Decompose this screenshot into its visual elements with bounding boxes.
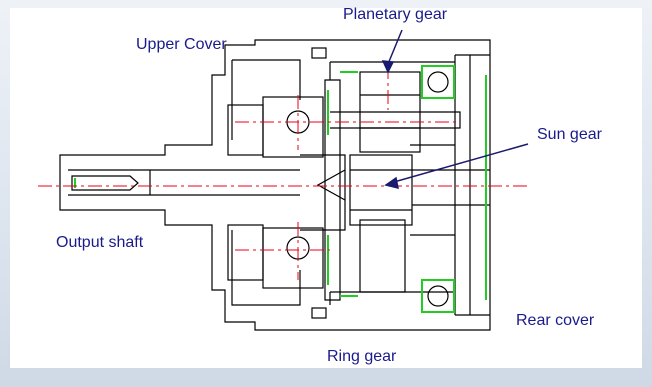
upper-cover-outline [59,39,491,331]
upper-front-bearing [262,96,324,158]
rear-cover-outline [410,54,490,316]
seal-marks [74,71,487,300]
lower-rear-bearing-green [421,279,455,313]
input-shaft [412,169,490,206]
sun-gear-leader [393,143,529,183]
lower-front-bearing [262,227,324,289]
sun-gear-block [349,154,413,226]
output-shaft [68,169,300,196]
upper-rear-bearing-ball [427,71,449,93]
carrier-body [300,154,346,231]
upper-bearing-seat [227,104,264,156]
label-upper-cover: Upper Cover [136,36,227,53]
label-output-shaft: Output shaft [56,234,144,251]
upper-rear-bearing-green [421,65,455,99]
carrier-plate [324,79,341,301]
planetary-gear-leader [387,29,403,65]
label-planetary-gear: Planetary gear [343,6,448,23]
shaft-cone [316,169,346,201]
lower-rear-bearing-ball [427,285,449,307]
lower-bearing-seat [227,224,264,281]
label-ring-gear: Ring gear [327,348,397,365]
label-sun-gear: Sun gear [537,126,602,143]
shaft-tap-hole [71,175,139,191]
planet-pin-upper [330,111,461,129]
label-rear-cover: Rear cover [516,312,595,329]
lower-planet-gear [359,219,406,293]
